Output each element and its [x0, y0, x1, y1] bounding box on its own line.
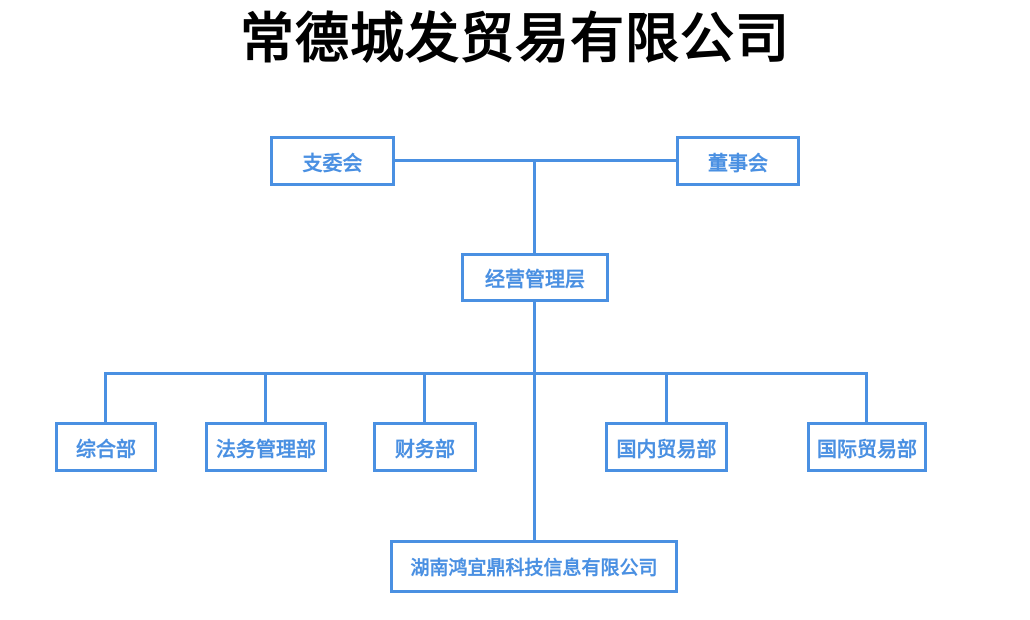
node-domestic-trade-dept: 国内贸易部 [605, 422, 728, 472]
node-domestic-trade-dept-label: 国内贸易部 [616, 438, 717, 461]
node-board-of-directors-label: 董事会 [708, 152, 768, 175]
connector-bus-horizontal [104, 372, 868, 375]
node-management-level-label: 经营管理层 [485, 269, 585, 291]
node-legal-management-dept: 法务管理部 [205, 422, 327, 472]
node-branch-committee-label: 支委会 [302, 152, 363, 175]
connector-top-horizontal [394, 159, 678, 162]
connector-drop-international-trade-dept [865, 372, 868, 424]
connector-drop-domestic-trade-dept [665, 372, 668, 424]
node-management-level: 经营管理层 [461, 253, 609, 302]
node-legal-management-dept-label: 法务管理部 [216, 438, 316, 461]
node-international-trade-dept: 国际贸易部 [807, 422, 927, 472]
node-subsidiary-company: 湖南鸿宜鼎科技信息有限公司 [390, 540, 678, 593]
node-branch-committee: 支委会 [270, 136, 395, 186]
node-finance-dept: 财务部 [373, 422, 477, 472]
connector-top-vertical [533, 159, 536, 255]
node-board-of-directors: 董事会 [676, 136, 800, 186]
chart-title: 常德城发贸易有限公司 [240, 9, 790, 69]
connector-drop-general-dept [104, 372, 107, 424]
node-finance-dept-label: 财务部 [395, 438, 455, 461]
connector-drop-legal-dept [264, 372, 267, 424]
node-subsidiary-company-label: 湖南鸿宜鼎科技信息有限公司 [410, 558, 658, 579]
node-general-dept: 综合部 [55, 422, 157, 472]
connector-drop-finance-dept [423, 372, 426, 424]
node-general-dept-label: 综合部 [76, 438, 136, 461]
node-international-trade-dept-label: 国际贸易部 [817, 438, 917, 461]
connector-center-vertical [533, 300, 536, 542]
